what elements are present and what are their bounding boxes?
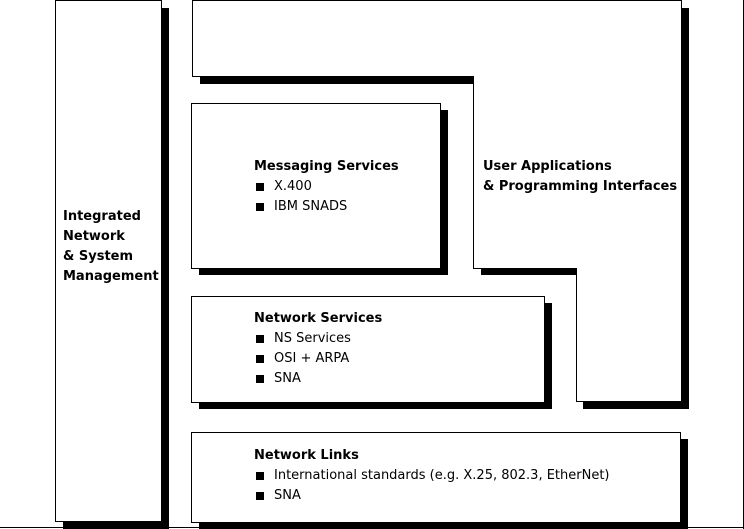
user-apps-box <box>192 0 682 402</box>
bullet-icon <box>256 492 264 500</box>
messaging-list: X.400 IBM SNADS <box>256 177 347 217</box>
network-links-list: International standards (e.g. X.25, 802.… <box>256 466 610 506</box>
management-line: Integrated <box>63 209 141 224</box>
management-line: & System <box>63 249 134 264</box>
network-services-list: NS Services OSI + ARPA SNA <box>256 329 351 389</box>
list-item-label: OSI + ARPA <box>274 351 350 366</box>
user-apps-label: User Applications & Programming Interfac… <box>483 157 677 197</box>
user-apps-line: & Programming Interfaces <box>483 179 678 194</box>
list-item: SNA <box>256 369 351 389</box>
list-item-label: NS Services <box>274 331 351 346</box>
list-item-label: IBM SNADS <box>274 199 348 214</box>
network-services-title: Network Services <box>254 311 383 326</box>
list-item: International standards (e.g. X.25, 802.… <box>256 466 610 486</box>
network-links-box <box>191 432 681 523</box>
management-line: Network <box>63 229 125 244</box>
list-item-label: SNA <box>274 488 301 503</box>
list-item: SNA <box>256 486 610 506</box>
list-item: NS Services <box>256 329 351 349</box>
network-services-box <box>191 296 545 403</box>
management-label: Integrated Network & System Management <box>63 207 159 287</box>
messaging-box <box>191 103 441 269</box>
bullet-icon <box>256 355 264 363</box>
bullet-icon <box>256 183 264 191</box>
management-line: Management <box>63 269 159 284</box>
messaging-title: Messaging Services <box>254 159 399 174</box>
user-apps-line: User Applications <box>483 159 612 174</box>
management-box <box>55 0 162 522</box>
list-item: X.400 <box>256 177 347 197</box>
bullet-icon <box>256 203 264 211</box>
list-item: OSI + ARPA <box>256 349 351 369</box>
list-item: IBM SNADS <box>256 197 347 217</box>
list-item-label: International standards (e.g. X.25, 802.… <box>274 468 610 483</box>
network-links-title: Network Links <box>254 448 359 463</box>
bullet-icon <box>256 472 264 480</box>
list-item-label: SNA <box>274 371 301 386</box>
bullet-icon <box>256 375 264 383</box>
bullet-icon <box>256 335 264 343</box>
list-item-label: X.400 <box>274 179 312 194</box>
